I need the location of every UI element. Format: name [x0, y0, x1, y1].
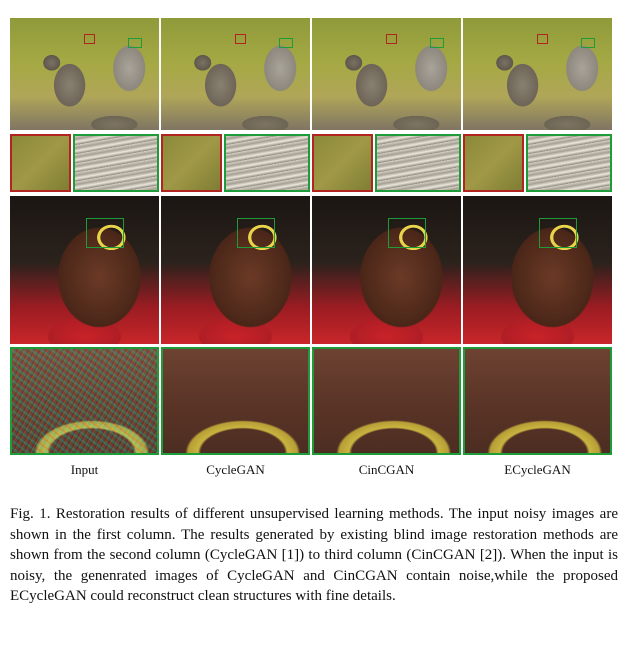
- squirrel-zoom-green: [224, 134, 310, 192]
- red-zoom-marker: [386, 34, 397, 44]
- red-zoom-marker: [235, 34, 246, 44]
- squirrel-zoom-green: [375, 134, 461, 192]
- column-ecyclegan: [463, 18, 612, 458]
- green-zoom-marker: [237, 218, 275, 248]
- squirrel-image: [463, 18, 612, 130]
- green-zoom-marker: [279, 38, 293, 48]
- red-zoom-marker: [537, 34, 548, 44]
- green-zoom-marker: [128, 38, 142, 48]
- green-zoom-marker: [430, 38, 444, 48]
- green-zoom-marker: [86, 218, 124, 248]
- squirrel-zoom-green: [526, 134, 612, 192]
- column-label-input: Input: [70, 462, 99, 477]
- red-zoom-marker: [84, 34, 95, 44]
- girl-image: [463, 196, 612, 344]
- squirrel-zoom-row: [161, 134, 310, 194]
- squirrel-zoom-row: [312, 134, 461, 194]
- squirrel-image: [10, 18, 159, 130]
- squirrel-zoom-row: [463, 134, 612, 194]
- figure-caption: Fig. 1. Restoration results of different…: [10, 506, 618, 604]
- green-zoom-marker: [388, 218, 426, 248]
- squirrel-zoom-green: [73, 134, 159, 192]
- girl-zoom: [463, 347, 612, 455]
- squirrel-zoom-red: [161, 134, 222, 192]
- squirrel-zoom-red: [463, 134, 524, 192]
- squirrel-zoom-row: [10, 134, 159, 194]
- squirrel-zoom-red: [10, 134, 71, 192]
- column-input: [10, 18, 159, 458]
- column-label-cincgan: CinCGAN: [358, 462, 415, 477]
- girl-zoom: [10, 347, 159, 455]
- column-label-cyclegan: CycleGAN: [206, 462, 265, 477]
- girl-zoom: [312, 347, 461, 455]
- squirrel-image: [161, 18, 310, 130]
- squirrel-image: [312, 18, 461, 130]
- figure-grid: Input CycleGAN CinCGAN ECycleGAN: [10, 18, 617, 477]
- girl-image: [312, 196, 461, 344]
- girl-zoom: [161, 347, 310, 455]
- column-cyclegan: [161, 18, 310, 458]
- green-zoom-marker: [539, 218, 577, 248]
- squirrel-zoom-red: [312, 134, 373, 192]
- green-zoom-marker: [581, 38, 595, 48]
- column-cincgan: [312, 18, 461, 458]
- girl-image: [10, 196, 159, 344]
- column-label-ecyclegan: ECycleGAN: [504, 462, 571, 477]
- girl-image: [161, 196, 310, 344]
